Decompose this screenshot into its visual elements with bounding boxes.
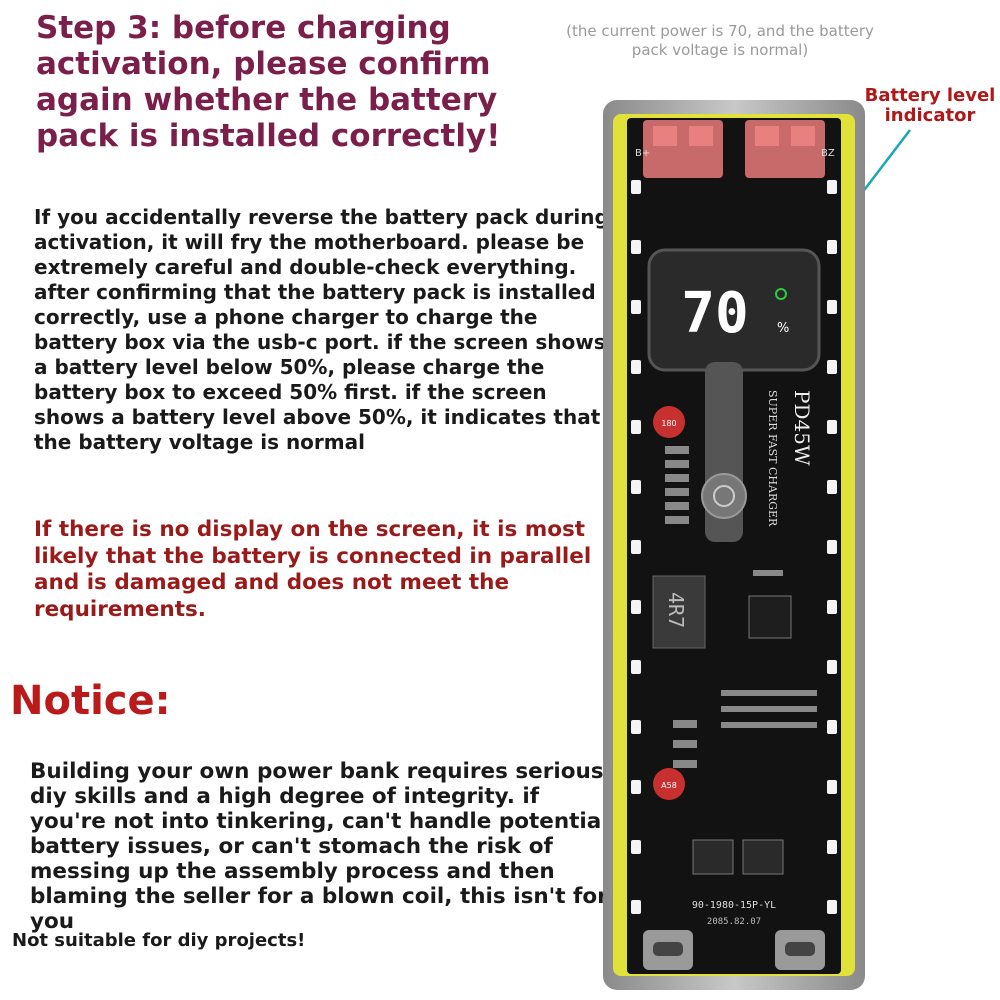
battery-indicator-icon	[775, 288, 787, 300]
power-icon	[713, 485, 735, 507]
notice-title: Notice:	[10, 678, 171, 724]
warning-text: If there is no display on the screen, it…	[34, 517, 592, 622]
display-unit: %	[777, 321, 789, 336]
capacitor-1	[653, 406, 685, 438]
step-title: Step 3: before charging activation, plea…	[36, 10, 501, 154]
smd-components	[665, 446, 817, 875]
port-left-label: B+	[635, 148, 650, 159]
usb-a-port-left	[643, 120, 723, 178]
display-value: 70	[681, 281, 748, 346]
battery-level-callout: Battery level indicator	[864, 85, 996, 126]
power-note: (the current power is 70, and the batter…	[566, 22, 874, 59]
footer-note: Not suitable for diy projects!	[12, 930, 306, 951]
usb-a-port-right	[745, 120, 825, 178]
board-code: 90-1980-15P-YL	[692, 900, 776, 911]
notice-text: Building your own power bank requires se…	[30, 759, 609, 934]
inductor-label: 4R7	[664, 592, 688, 628]
port-right-label: BZ	[821, 148, 835, 159]
controller-chip	[748, 595, 792, 639]
board-date: 2085.82.07	[707, 917, 761, 927]
step-instructions: If you accidentally reverse the battery …	[34, 205, 609, 454]
capacitor-2	[653, 768, 685, 800]
model-subtitle: SUPER FAST CHARGER	[766, 390, 779, 527]
power-button	[701, 473, 747, 519]
capacitor-2-label: A58	[661, 781, 677, 790]
model-label: PD45W	[790, 390, 814, 466]
circuit-board	[627, 118, 841, 974]
power-bank-board: B+ BZ 70 % PD45W SUPER FAST CHARGER 180 …	[603, 100, 865, 990]
capacitor-1-label: 180	[661, 419, 676, 428]
side-leds	[631, 180, 837, 914]
inductor	[652, 575, 706, 649]
